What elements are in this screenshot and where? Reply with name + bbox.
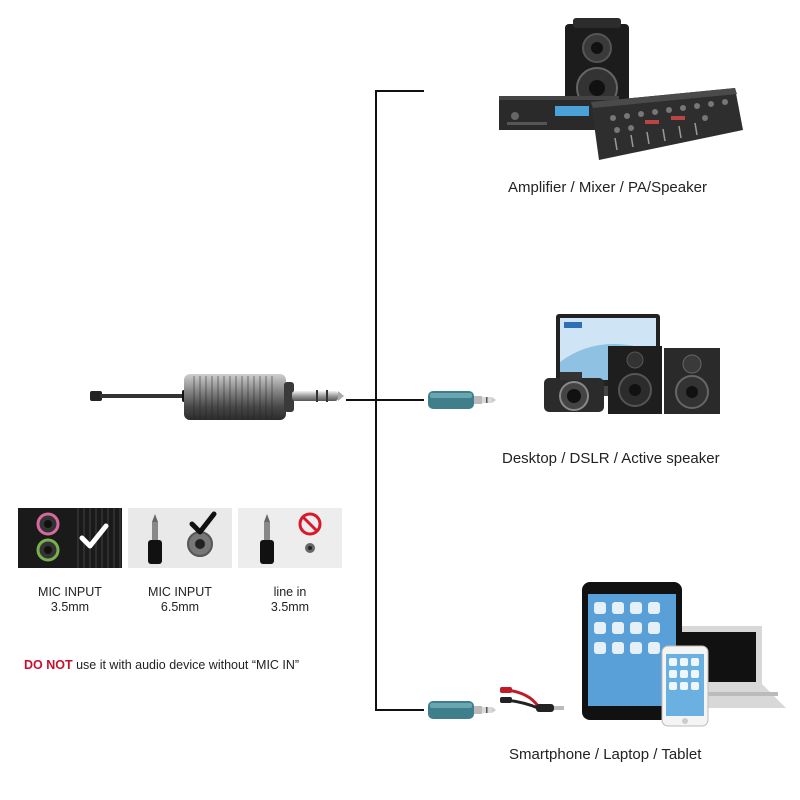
warning-emphasis: DO NOT (24, 658, 73, 672)
input-label-line1: line in (273, 585, 307, 599)
input-label: line in 3.5mm (238, 585, 342, 615)
mic-input-3-5mm-tile (18, 508, 122, 568)
socket-icon (305, 543, 315, 553)
jack-plug-icon (148, 514, 162, 564)
adapter-3-5mm-middle (428, 391, 496, 409)
socket-icon (36, 512, 60, 562)
smartphone-laptop-tablet-image (582, 582, 786, 727)
mic-input-6-5mm-tile (128, 508, 232, 568)
amplifier-mixer-speaker-image (499, 18, 743, 160)
warning-rest: use it with audio device without “MIC IN… (72, 658, 300, 672)
antenna (100, 394, 186, 398)
jack-plug-icon (260, 514, 274, 564)
check-icon (79, 523, 109, 549)
desktop-label: Desktop / DSLR / Active speaker (502, 450, 720, 467)
desktop-dslr-speaker-image (544, 314, 720, 414)
input-label-line2: 6.5mm (160, 600, 200, 614)
receiver-body (184, 374, 286, 420)
splitter-cable-image (500, 687, 564, 712)
jack-plug (292, 391, 338, 401)
socket-icon (187, 531, 213, 557)
input-label: MIC INPUT 3.5mm (18, 585, 122, 615)
wireless-receiver-image (90, 374, 344, 420)
mobile-label: Smartphone / Laptop / Tablet (509, 746, 702, 763)
check-icon (189, 511, 217, 535)
prohibited-icon (298, 512, 322, 536)
input-label-line1: MIC INPUT (148, 585, 212, 599)
adapter-3-5mm-bottom (428, 701, 496, 719)
input-label-line2: 3.5mm (270, 600, 310, 614)
line-in-3-5mm-tile (238, 508, 342, 568)
antenna-tip (90, 391, 102, 401)
input-label-line2: 3.5mm (50, 600, 90, 614)
input-label-line1: MIC INPUT (38, 585, 102, 599)
input-label: MIC INPUT 6.5mm (128, 585, 232, 615)
warning-text: DO NOT use it with audio device without … (24, 658, 299, 672)
amplifier-label: Amplifier / Mixer / PA/Speaker (508, 179, 707, 196)
audio-mixer (591, 88, 743, 160)
